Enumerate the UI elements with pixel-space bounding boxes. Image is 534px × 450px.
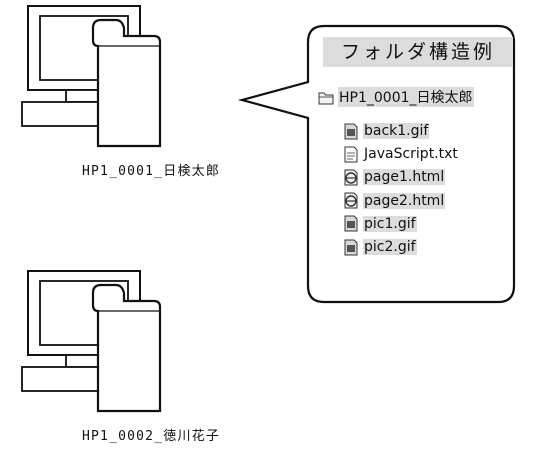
text-file-icon	[344, 146, 358, 163]
file-item[interactable]: back1.gif	[343, 121, 430, 141]
pc2-label: HP1_0002_徳川花子	[82, 429, 221, 444]
image-file-icon	[344, 239, 358, 255]
file-item[interactable]: page2.html	[343, 191, 446, 211]
pc1-label: HP1_0001_日検太郎	[82, 164, 221, 179]
image-file-icon	[344, 123, 358, 139]
root-folder-item[interactable]: HP1_0001_日検太郎	[318, 87, 474, 107]
file-name: page1.html	[363, 169, 446, 186]
file-item[interactable]: JavaScript.txt	[343, 144, 459, 164]
callout-title: フォルダ構造例	[323, 37, 513, 67]
image-file-icon	[344, 215, 358, 232]
file-item[interactable]: pic2.gif	[343, 237, 417, 257]
computer-folder-icon-1	[20, 4, 162, 148]
root-folder-label: HP1_0001_日検太郎	[338, 87, 474, 107]
file-name: pic2.gif	[363, 239, 417, 255]
file-name: JavaScript.txt	[364, 146, 458, 163]
file-name: pic1.gif	[363, 215, 417, 232]
computer-folder-icon-2	[20, 269, 162, 413]
html-file-icon	[344, 169, 358, 186]
file-name: back1.gif	[363, 123, 430, 139]
file-item[interactable]: page1.html	[343, 167, 446, 187]
file-item[interactable]: pic1.gif	[343, 214, 417, 234]
file-name: page2.html	[363, 192, 446, 209]
html-file-icon	[344, 192, 358, 209]
folder-icon	[318, 92, 334, 104]
